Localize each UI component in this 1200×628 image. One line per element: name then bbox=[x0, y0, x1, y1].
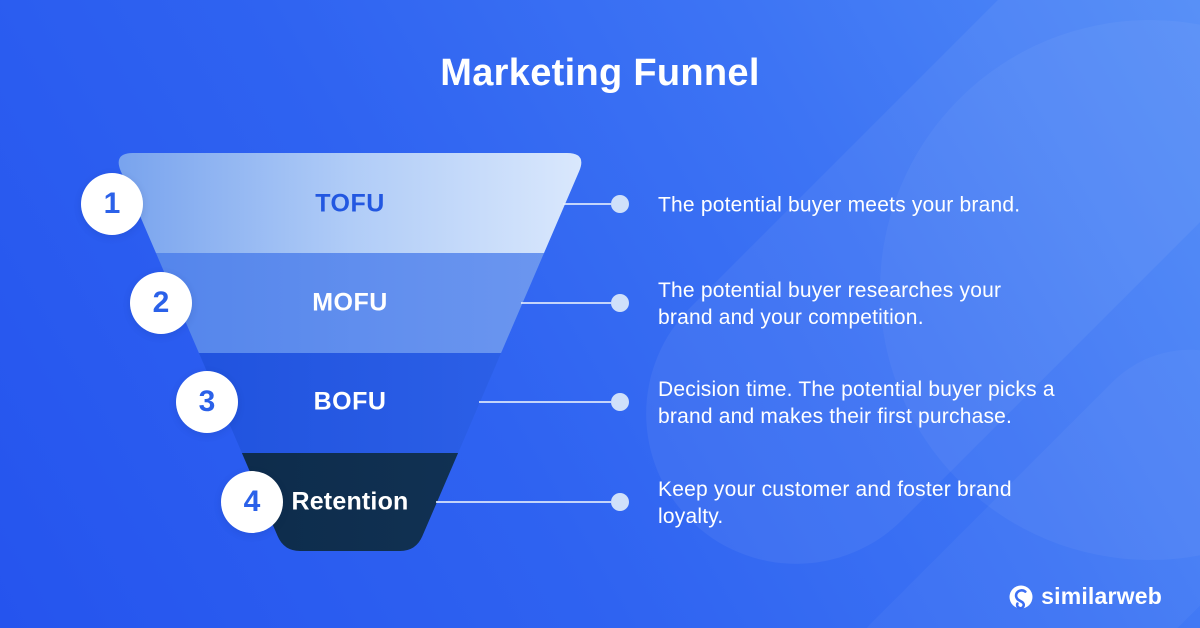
step-number-badge-2: 2 bbox=[130, 272, 192, 334]
step-number-badge-4: 4 bbox=[221, 471, 283, 533]
connector-dot-1 bbox=[611, 195, 629, 213]
tier-label-retention: Retention bbox=[291, 487, 409, 516]
tier-label-bofu: BOFU bbox=[313, 387, 387, 416]
step-number-badge-3: 3 bbox=[176, 371, 238, 433]
step-number-badge-1: 1 bbox=[81, 173, 143, 235]
connector-dot-2 bbox=[611, 294, 629, 312]
similarweb-s-icon bbox=[1009, 585, 1033, 609]
connector-dot-3 bbox=[611, 393, 629, 411]
logo-wordmark: similarweb bbox=[1041, 583, 1162, 609]
page-title: Marketing Funnel bbox=[440, 52, 760, 94]
tier-description-mofu: The potential buyer researches your bran… bbox=[658, 279, 1002, 329]
similarweb-logo: similarweb bbox=[1008, 583, 1162, 610]
tier-description-tofu: The potential buyer meets your brand. bbox=[658, 193, 1021, 217]
funnel-tier-tofu-shape bbox=[118, 153, 582, 253]
connector-line-2 bbox=[521, 302, 611, 304]
tier-label-tofu: TOFU bbox=[315, 189, 385, 218]
funnel-tier-mofu-shape bbox=[118, 253, 582, 353]
connector-line-3 bbox=[479, 401, 611, 403]
tier-description-bofu: Decision time. The potential buyer picks… bbox=[658, 378, 1055, 428]
connector-line-4 bbox=[436, 501, 611, 503]
connector-line-1 bbox=[563, 203, 611, 205]
tier-description-retention: Keep your customer and foster brand loya… bbox=[658, 478, 1012, 528]
connector-dot-4 bbox=[611, 493, 629, 511]
tier-label-mofu: MOFU bbox=[312, 288, 388, 317]
